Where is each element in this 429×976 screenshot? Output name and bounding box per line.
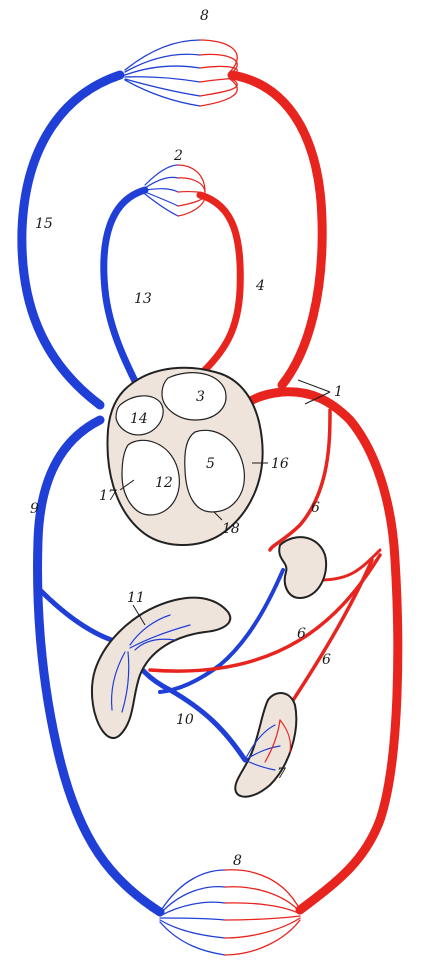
label-18: 18 — [222, 521, 240, 537]
label-5: 5 — [206, 456, 215, 472]
label-13: 13 — [134, 291, 152, 307]
vessel-15 — [17, 70, 125, 410]
intestine — [234, 692, 298, 798]
artery-branch-small — [318, 548, 382, 582]
label-2: 2 — [173, 148, 183, 164]
venous-vessels — [17, 70, 285, 917]
leader-lines — [119, 379, 331, 626]
label-9: 9 — [30, 501, 39, 517]
hepatic-artery — [148, 553, 382, 673]
label-6-a: 6 — [311, 500, 320, 516]
label-6-c: 6 — [322, 652, 331, 668]
label-3: 3 — [196, 389, 205, 405]
heart-chamber-5 — [184, 429, 245, 513]
vessel-4 — [196, 191, 244, 376]
capillary-bed-bottom — [159, 869, 301, 956]
labels: 8 2 15 13 4 1 3 14 5 16 12 17 9 18 6 11 … — [30, 8, 343, 869]
heart — [106, 366, 264, 546]
label-8-top: 8 — [200, 8, 209, 24]
heart-chamber-14 — [115, 395, 164, 436]
label-12: 12 — [155, 475, 173, 491]
leader-1a — [297, 379, 331, 393]
label-4: 4 — [255, 278, 265, 294]
capillary-bed-lungs — [144, 164, 206, 217]
arterial-vessels — [148, 70, 403, 915]
kidney-vein — [158, 568, 285, 694]
liver — [90, 596, 232, 739]
kidney — [278, 536, 328, 600]
label-11: 11 — [127, 590, 145, 606]
label-14: 14 — [130, 411, 148, 427]
leader-18 — [213, 511, 223, 521]
leader-17 — [119, 479, 135, 491]
aorta-top — [227, 70, 327, 390]
vessel-9 — [33, 415, 165, 917]
intestine-body — [234, 692, 298, 798]
leader-11 — [132, 604, 146, 626]
label-8-bottom: 8 — [233, 853, 242, 869]
renal-artery — [268, 408, 332, 552]
label-17: 17 — [99, 488, 117, 504]
label-15: 15 — [35, 216, 53, 232]
heart-chamber-3 — [161, 372, 227, 421]
heart-chamber-12 — [121, 439, 180, 516]
aortic-arch — [217, 387, 403, 915]
leader-1b — [304, 391, 331, 405]
label-6-b: 6 — [297, 626, 306, 642]
label-7: 7 — [277, 766, 286, 782]
capillary-bed-top — [124, 39, 238, 107]
label-1: 1 — [334, 384, 343, 400]
label-10: 10 — [176, 712, 194, 728]
label-16: 16 — [271, 456, 289, 472]
liver-capillaries — [110, 614, 191, 713]
